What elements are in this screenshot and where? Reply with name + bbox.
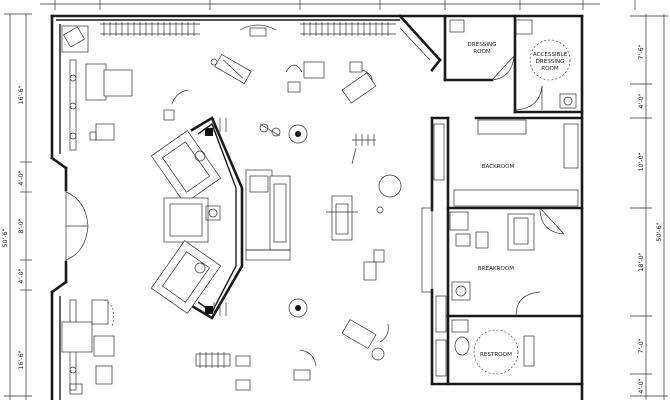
dim-left-1: 16'-6": [17, 85, 25, 104]
chair-3: [163, 89, 189, 121]
left-dimension-line: 16'-6" 4'-0" 8'-0" 4'-0" 16'-6" 50'-6": [1, 13, 32, 400]
room-label-breakroom: BREAKROOM: [478, 266, 514, 272]
hanger-group-1: [259, 123, 281, 137]
floor-fixtures: [163, 53, 402, 391]
dim-right-5: 7'-0": [637, 338, 645, 353]
hanger-group-2: [351, 134, 376, 165]
room-label-restroom: RESTROOM: [480, 352, 512, 358]
dim-left-total: 50'-6": [1, 228, 9, 247]
chair-4: [363, 249, 385, 281]
display-rack-1: [210, 53, 252, 85]
display-rack-2: [195, 352, 231, 368]
rack-center: [326, 195, 358, 241]
dim-left-4: 4'-0": [17, 268, 25, 283]
dim-right-2: 4'-0": [637, 93, 645, 108]
central-display-wall: [150, 116, 244, 320]
dim-left-5: 16'-6": [17, 350, 25, 369]
dim-right-1: 7'-6": [637, 44, 645, 59]
top-wall-racks: [100, 14, 442, 72]
chair-6: [293, 349, 317, 381]
dim-left-3: 8'-0": [17, 218, 25, 233]
hanger-rack-top-left: [100, 22, 200, 36]
left-wall-shelving: [61, 25, 133, 395]
dim-right-3: 10'-0": [637, 152, 645, 171]
interior-partitions: BACKROOM BREAKROOM RESTROOM: [421, 116, 584, 386]
room-label-backroom: BACKROOM: [482, 164, 515, 170]
chair-1: [285, 61, 325, 93]
dim-right-6: 4'-0": [637, 378, 645, 393]
right-dimension-line: 7'-6" 4'-0" 10'-0" 18'-0" 7'-0" 4'-0" 50…: [630, 14, 668, 400]
dim-right-total: 50'-6": [655, 222, 663, 241]
dim-left-2: 4'-0": [17, 170, 25, 185]
hanger-rack-top-right: [300, 22, 396, 36]
chair-5: [341, 319, 389, 349]
top-dimension-line: [40, 0, 636, 10]
dim-right-4: 18'-0": [637, 252, 645, 271]
chair-2: [341, 61, 377, 104]
center-gondola: [245, 169, 291, 261]
